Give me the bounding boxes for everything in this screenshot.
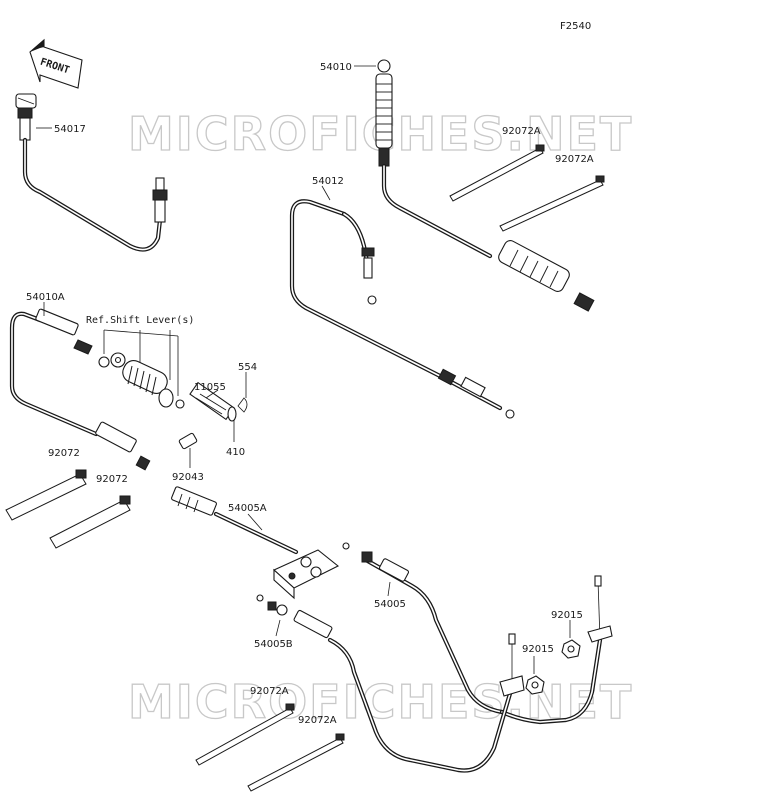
cable-54005B — [256, 594, 525, 773]
label-54017: 54017 — [54, 124, 86, 135]
label-92015-1: 92015 — [551, 610, 583, 621]
cable-bracket — [273, 549, 340, 600]
label-54010: 54010 — [320, 62, 352, 73]
label-410: 410 — [226, 447, 245, 458]
label-54010A: 54010A — [26, 292, 65, 303]
label-92072A-3: 92072A — [250, 686, 289, 697]
label-54005A: 54005A — [228, 503, 267, 514]
shift-lever-parts — [98, 329, 248, 450]
cable-tie-92072A-2 — [499, 175, 605, 232]
cable-tie-92072A-1 — [449, 144, 545, 202]
cable-54005A — [171, 486, 299, 555]
label-92072A-1: 92072A — [502, 126, 541, 137]
label-92043: 92043 — [172, 472, 204, 483]
label-92072-2: 92072 — [96, 474, 128, 485]
cable-tie-92072A-4 — [247, 733, 345, 792]
figure-code: F2540 — [560, 21, 591, 32]
cable-54010A — [9, 308, 151, 471]
label-92072-1: 92072 — [48, 448, 80, 459]
cable-tie-92072-1 — [5, 469, 87, 521]
label-54012: 54012 — [312, 176, 344, 187]
cable-54005 — [342, 542, 613, 725]
label-92072A-4: 92072A — [298, 715, 337, 726]
label-54005B: 54005B — [254, 639, 293, 650]
cable-tie-92072A-3 — [195, 703, 295, 766]
cable-tie-92072-2 — [49, 495, 131, 549]
nut-92015-2 — [525, 675, 545, 695]
ref-shift-lever-label: Ref.Shift Lever(s) — [86, 315, 194, 326]
label-92015-2: 92015 — [522, 644, 554, 655]
label-554: 554 — [238, 362, 257, 373]
front-arrow-icon: FRONT — [29, 38, 83, 89]
label-54005: 54005 — [374, 599, 406, 610]
cable-54010 — [375, 59, 595, 312]
cable-54012 — [289, 199, 515, 419]
label-92072A-2: 92072A — [555, 154, 594, 165]
cable-54017 — [15, 93, 168, 252]
label-11055: 11055 — [194, 382, 226, 393]
nut-92015-1 — [561, 639, 581, 659]
